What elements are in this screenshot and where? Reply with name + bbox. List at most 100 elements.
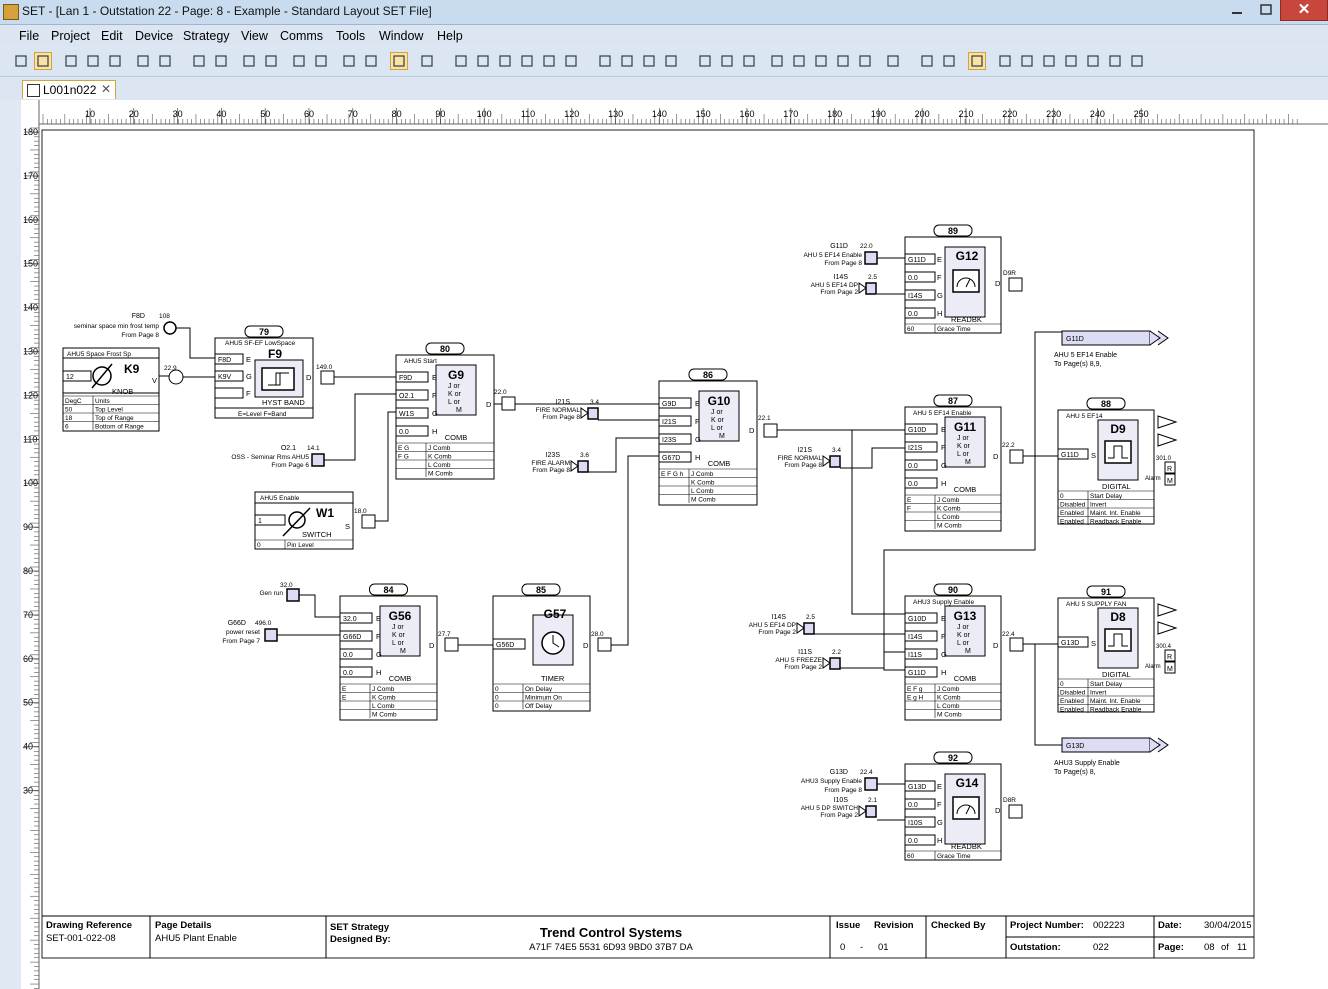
input-pin[interactable]	[254, 514, 286, 526]
input-flag[interactable]	[577, 460, 589, 473]
circle-tool-icon[interactable]	[518, 52, 536, 70]
input-pin[interactable]	[339, 648, 373, 660]
input-pin[interactable]	[658, 451, 692, 463]
knob-output-node[interactable]	[168, 369, 184, 385]
lightning-icon[interactable]	[812, 52, 830, 70]
g56-output-node[interactable]	[444, 637, 459, 652]
input-pin[interactable]	[214, 370, 244, 382]
g11-output-node[interactable]	[1009, 449, 1024, 464]
block-number-tag[interactable]	[688, 368, 728, 381]
input-pin[interactable]	[395, 407, 429, 419]
oval-icon[interactable]	[618, 52, 636, 70]
reset-pin[interactable]	[1164, 649, 1176, 662]
f8-icon[interactable]	[362, 52, 380, 70]
input-pin[interactable]	[904, 441, 938, 453]
input-pin[interactable]	[904, 459, 938, 471]
input-pin[interactable]	[339, 630, 373, 642]
new-page-icon[interactable]	[12, 52, 30, 70]
input-pin[interactable]	[904, 271, 936, 283]
menu-project[interactable]: Project	[51, 29, 90, 43]
input-flag[interactable]	[829, 657, 841, 670]
layout-2-icon[interactable]	[1018, 52, 1036, 70]
module-edit-icon[interactable]	[212, 52, 230, 70]
rectangle-tool-icon[interactable]	[540, 52, 558, 70]
input-sensor-icon[interactable]	[163, 321, 177, 335]
open-folder-icon[interactable]	[34, 52, 52, 70]
maximize-button[interactable]	[1252, 0, 1280, 20]
input-flag[interactable]	[311, 453, 325, 467]
zoom-icon[interactable]	[240, 52, 258, 70]
test-icon[interactable]	[790, 52, 808, 70]
input-pin[interactable]	[395, 389, 429, 401]
input-pin[interactable]	[1057, 448, 1089, 460]
input-flag[interactable]	[864, 251, 878, 265]
print-icon[interactable]	[134, 52, 152, 70]
menu-tools[interactable]: Tools	[336, 29, 366, 43]
paste-icon[interactable]	[106, 52, 124, 70]
block-number-tag[interactable]	[933, 224, 973, 237]
comb-logic-g56[interactable]	[379, 605, 421, 657]
block-number-tag[interactable]	[1086, 397, 1126, 410]
input-pin[interactable]	[214, 353, 244, 365]
w1-output-node[interactable]	[361, 514, 376, 529]
g12-output-node[interactable]	[1008, 277, 1023, 292]
input-flag[interactable]	[829, 455, 841, 468]
close-button[interactable]: ✕	[1280, 0, 1328, 21]
input-flag[interactable]	[865, 805, 877, 818]
tab-l001n022[interactable]: L001n022 ✕	[22, 80, 116, 99]
copy-icon[interactable]	[84, 52, 102, 70]
input-pin[interactable]	[658, 397, 692, 409]
input-pin[interactable]	[62, 370, 92, 382]
comb-logic-g10[interactable]	[698, 390, 740, 442]
menu-view[interactable]: View	[241, 29, 268, 43]
menu-help[interactable]: Help	[437, 29, 463, 43]
input-pin[interactable]	[395, 425, 429, 437]
f6-icon[interactable]	[312, 52, 330, 70]
g10-output-node[interactable]	[763, 423, 778, 438]
block-number-tag[interactable]	[933, 394, 973, 407]
input-pin[interactable]	[904, 289, 936, 301]
input-pin[interactable]	[904, 423, 938, 435]
input-pin[interactable]	[904, 477, 938, 489]
layout-6-icon[interactable]	[1106, 52, 1124, 70]
alarm-output-arrow-icon[interactable]	[1157, 433, 1178, 447]
layout-4-icon[interactable]	[1062, 52, 1080, 70]
tree-icon[interactable]	[418, 52, 436, 70]
layout-1-icon[interactable]	[996, 52, 1014, 70]
step-icon[interactable]	[918, 52, 936, 70]
list-icon[interactable]	[940, 52, 958, 70]
input-pin[interactable]	[658, 415, 692, 427]
tab-close-icon[interactable]: ✕	[101, 82, 112, 96]
g14-output-node[interactable]	[1008, 804, 1023, 819]
input-pin[interactable]	[904, 834, 936, 846]
input-pin[interactable]	[658, 433, 692, 445]
digital-output-arrow-icon[interactable]	[1157, 415, 1178, 429]
arrow-tool-icon[interactable]	[562, 52, 580, 70]
alarm-output-arrow-icon[interactable]	[1157, 621, 1178, 635]
g9-output-node[interactable]	[501, 396, 516, 411]
input-pin[interactable]	[904, 307, 936, 319]
connect-icon[interactable]	[390, 52, 408, 70]
f5-icon[interactable]	[290, 52, 308, 70]
menu-edit[interactable]: Edit	[101, 29, 123, 43]
upload-icon[interactable]	[696, 52, 714, 70]
lightning-off-icon[interactable]	[834, 52, 852, 70]
input-pin[interactable]	[395, 371, 429, 383]
input-flag[interactable]	[587, 407, 599, 420]
zoom-fit-icon[interactable]	[262, 52, 280, 70]
comb-logic-g9[interactable]	[435, 364, 477, 416]
speaker-icon[interactable]	[856, 52, 874, 70]
input-pin[interactable]	[492, 638, 526, 650]
block-number-tag[interactable]	[1086, 585, 1126, 598]
input-flag[interactable]	[803, 622, 815, 635]
help-pointer-icon[interactable]	[156, 52, 174, 70]
input-pin[interactable]	[1057, 636, 1089, 648]
input-pin[interactable]	[904, 780, 936, 792]
input-pin[interactable]	[904, 648, 938, 660]
input-pin[interactable]	[904, 253, 936, 265]
menu-device[interactable]: Device	[135, 29, 174, 43]
line-tool-icon[interactable]	[474, 52, 492, 70]
comb-logic-g11[interactable]	[944, 416, 986, 468]
menu-window[interactable]: Window	[379, 29, 424, 43]
